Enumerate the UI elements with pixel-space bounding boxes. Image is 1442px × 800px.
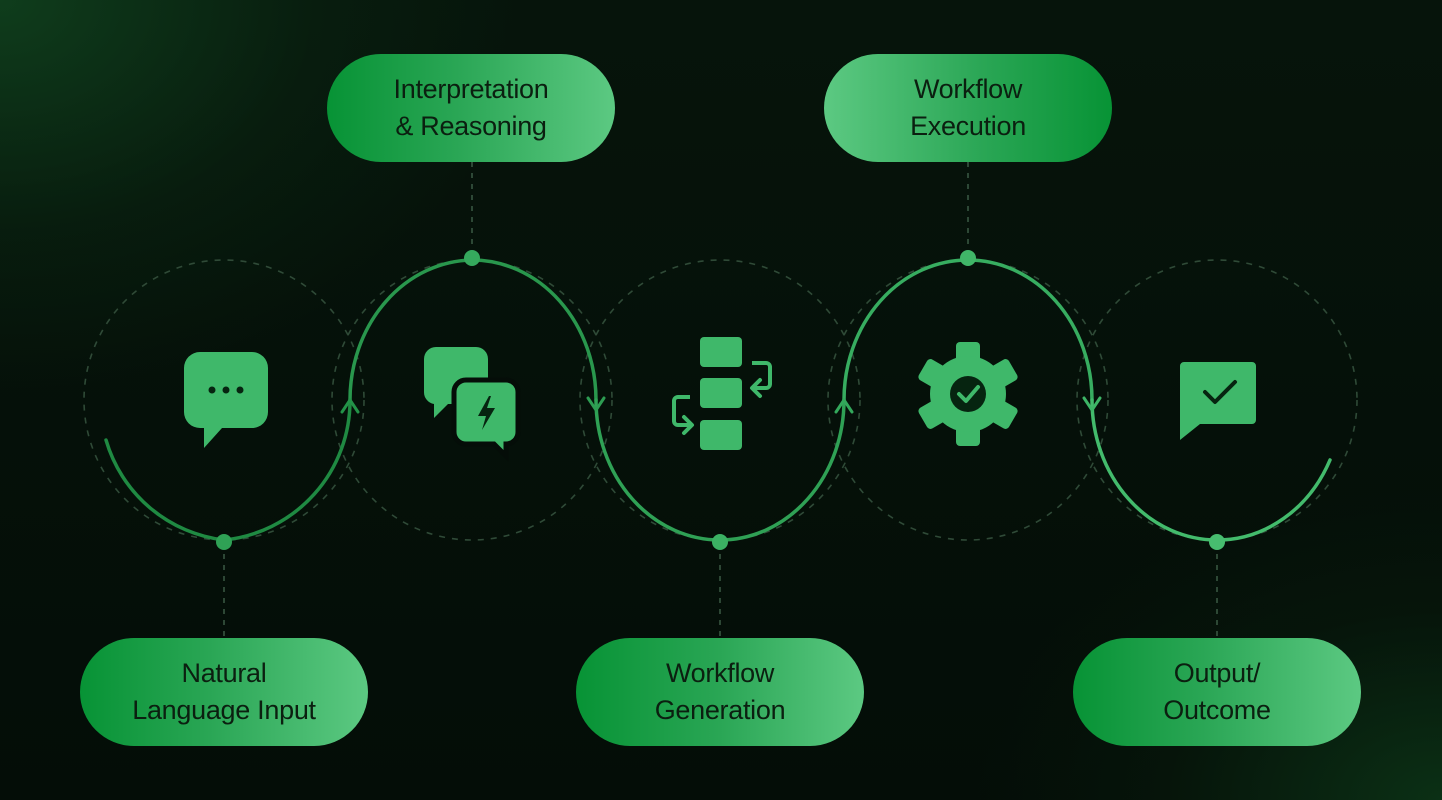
node-dot-3 [712, 534, 728, 550]
workflow-blocks-icon [672, 337, 772, 450]
node-dot-2 [464, 250, 480, 266]
flow-arrows [340, 396, 1102, 414]
step-pill-workflow-execution: Workflow Execution [824, 54, 1112, 162]
step-label-line1: Natural [181, 658, 267, 688]
step-label-line2: Generation [654, 695, 786, 725]
node-dot-1 [216, 534, 232, 550]
step-label-line1: Output/ [1173, 658, 1261, 688]
step-pill-natural-language-input: Natural Language Input [80, 638, 368, 746]
chat-lightning-icon [423, 347, 521, 463]
step-pill-workflow-generation: Workflow Generation [576, 638, 864, 746]
node-dot-4 [960, 250, 976, 266]
step-pill-interpretation-reasoning: Interpretation & Reasoning [327, 54, 615, 162]
guide-circle-3 [579, 259, 861, 541]
step-label-line2: Language Input [132, 695, 316, 725]
step-label-line1: Interpretation [393, 74, 549, 104]
connector-lines [223, 162, 1218, 638]
step-label-line2: Execution [910, 111, 1026, 141]
message-check-icon [1180, 362, 1256, 440]
guide-circle-5 [1076, 259, 1358, 541]
guide-circles [83, 259, 1358, 541]
gear-check-icon [918, 342, 1018, 446]
guide-circle-1 [83, 259, 365, 541]
step-label-line2: & Reasoning [395, 111, 547, 141]
step-label-line1: Workflow [913, 74, 1023, 104]
flow-path-segment-1 [104, 398, 352, 542]
arrow-up-icon [834, 398, 854, 414]
chat-bubble-icon [184, 352, 268, 448]
node-dots [216, 250, 1225, 550]
step-label-line1: Workflow [665, 658, 775, 688]
step-pill-output-outcome: Output/ Outcome [1073, 638, 1361, 746]
guide-circle-2 [331, 259, 613, 541]
arrow-down-icon [586, 396, 606, 412]
flow-path-segment-5 [1090, 398, 1332, 542]
step-label-line2: Outcome [1163, 695, 1271, 725]
node-dot-5 [1209, 534, 1225, 550]
arrow-up-icon [340, 398, 360, 414]
guide-circle-4 [827, 259, 1109, 541]
arrow-down-icon [1082, 396, 1102, 412]
